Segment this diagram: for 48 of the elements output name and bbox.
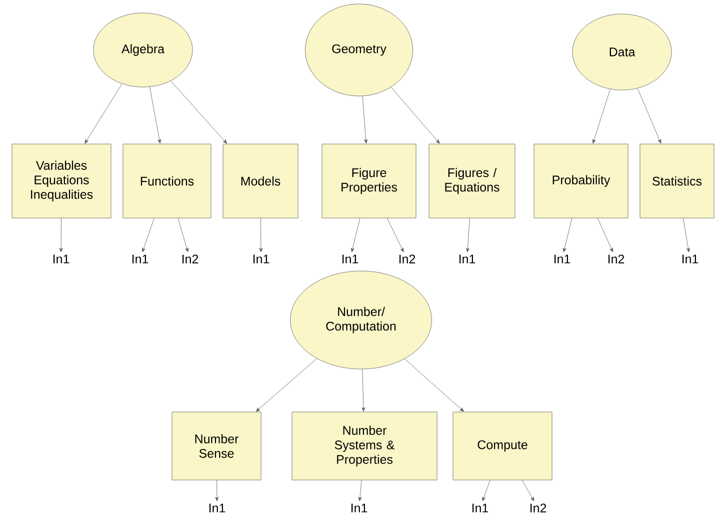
arrow (482, 480, 490, 502)
subtopic-box: Figures / Equations (428, 144, 516, 218)
input-label: In1 (209, 504, 226, 512)
arrow (683, 218, 690, 252)
arrow (362, 96, 368, 144)
input-label: In2 (399, 254, 416, 264)
arrow (390, 86, 440, 144)
input-label: In1 (342, 254, 358, 264)
subtopic-box: Probability (534, 144, 628, 218)
arrow (170, 80, 227, 144)
input-label: In1 (682, 254, 698, 264)
input-label: In1 (554, 254, 570, 264)
input-label: In2 (608, 254, 624, 264)
input-label: In2 (182, 254, 198, 264)
arrow (256, 358, 318, 412)
arrow (466, 218, 470, 252)
arrow (215, 480, 219, 502)
arrow (562, 218, 572, 252)
subtopic-box: Number Systems & Properties (292, 412, 438, 480)
subtopic-box: Statistics (640, 144, 714, 218)
subtopic-box: Compute (452, 412, 552, 480)
subtopic-box: Variables Equations Inequalities (12, 144, 112, 218)
input-label: In1 (253, 254, 270, 264)
arrow (386, 218, 404, 252)
input-label: In1 (459, 254, 476, 264)
arrow (598, 218, 614, 252)
subtopic-box: Functions (122, 144, 212, 218)
subtopic-box: Models (222, 144, 298, 218)
arrow (522, 480, 534, 502)
arrow (142, 218, 154, 252)
arrow (259, 218, 263, 252)
arrow (350, 218, 360, 252)
arrow (404, 358, 464, 412)
input-label: In1 (351, 504, 368, 512)
arrow (84, 84, 122, 144)
arrow (59, 218, 63, 252)
subtopic-box: Figure Properties (322, 144, 416, 218)
input-label: In2 (530, 504, 546, 512)
arrow (178, 218, 188, 252)
input-label: In1 (132, 254, 148, 264)
arrow (150, 86, 162, 144)
arrow (362, 369, 366, 412)
arrow (358, 480, 362, 502)
input-label: In1 (472, 504, 488, 512)
input-label: In1 (53, 254, 70, 264)
arrow (637, 88, 662, 144)
subtopic-box: Number Sense (172, 412, 262, 480)
arrow (592, 88, 610, 144)
